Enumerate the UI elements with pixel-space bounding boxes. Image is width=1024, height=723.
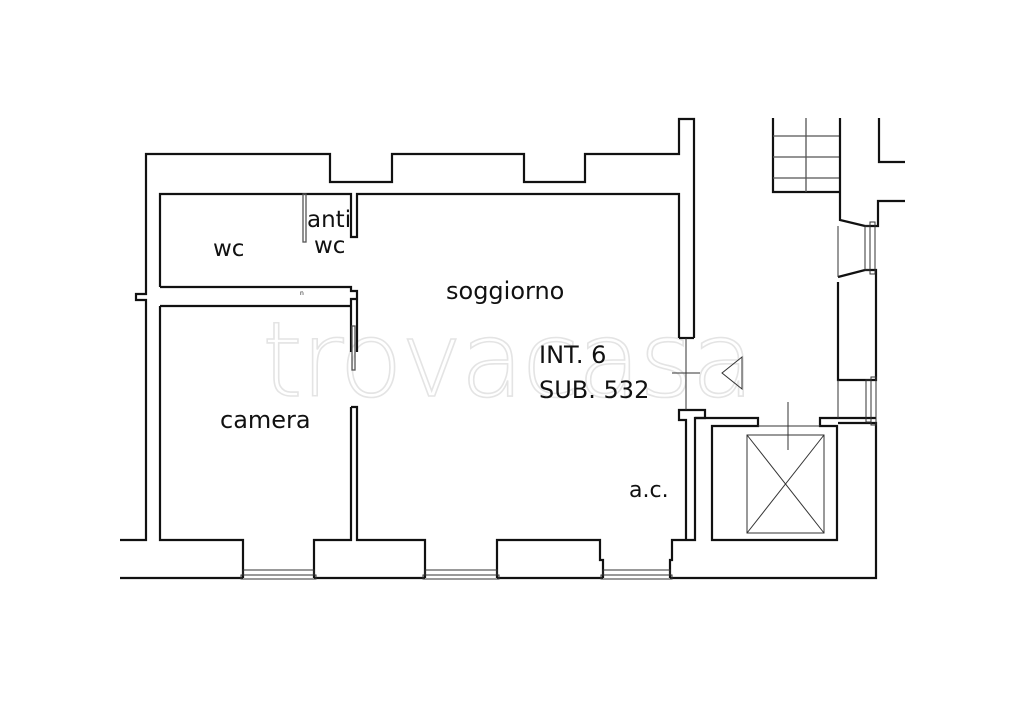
- entrance: [672, 338, 743, 410]
- svg-text:n: n: [300, 290, 304, 297]
- doors: n: [300, 193, 356, 371]
- room-label-soggiorno: soggiorno: [446, 277, 564, 305]
- windows: [240, 569, 673, 580]
- unit-int-label: INT. 6: [539, 341, 606, 369]
- right-facade: [836, 221, 878, 426]
- outer-walls: [120, 117, 878, 580]
- entrance-arrow-icon: [721, 355, 743, 391]
- wc-door-icon: [302, 193, 307, 243]
- unit-sub-label: SUB. 532: [539, 376, 649, 404]
- staircase: [771, 118, 905, 228]
- room-labels: wc anti wc soggiorno camera a.c. INT. 6 …: [213, 207, 669, 503]
- room-label-anti-wc: wc: [314, 233, 345, 259]
- camera-door-icon: [351, 325, 356, 371]
- watermark-text: trovacasa: [262, 299, 753, 421]
- room-label-wc: wc: [213, 236, 244, 262]
- room-label-camera: camera: [220, 406, 311, 434]
- elevator-shaft: [695, 402, 876, 542]
- room-label-ac: a.c.: [629, 478, 669, 503]
- inner-walls: [158, 192, 707, 578]
- room-label-anti: anti: [307, 207, 351, 233]
